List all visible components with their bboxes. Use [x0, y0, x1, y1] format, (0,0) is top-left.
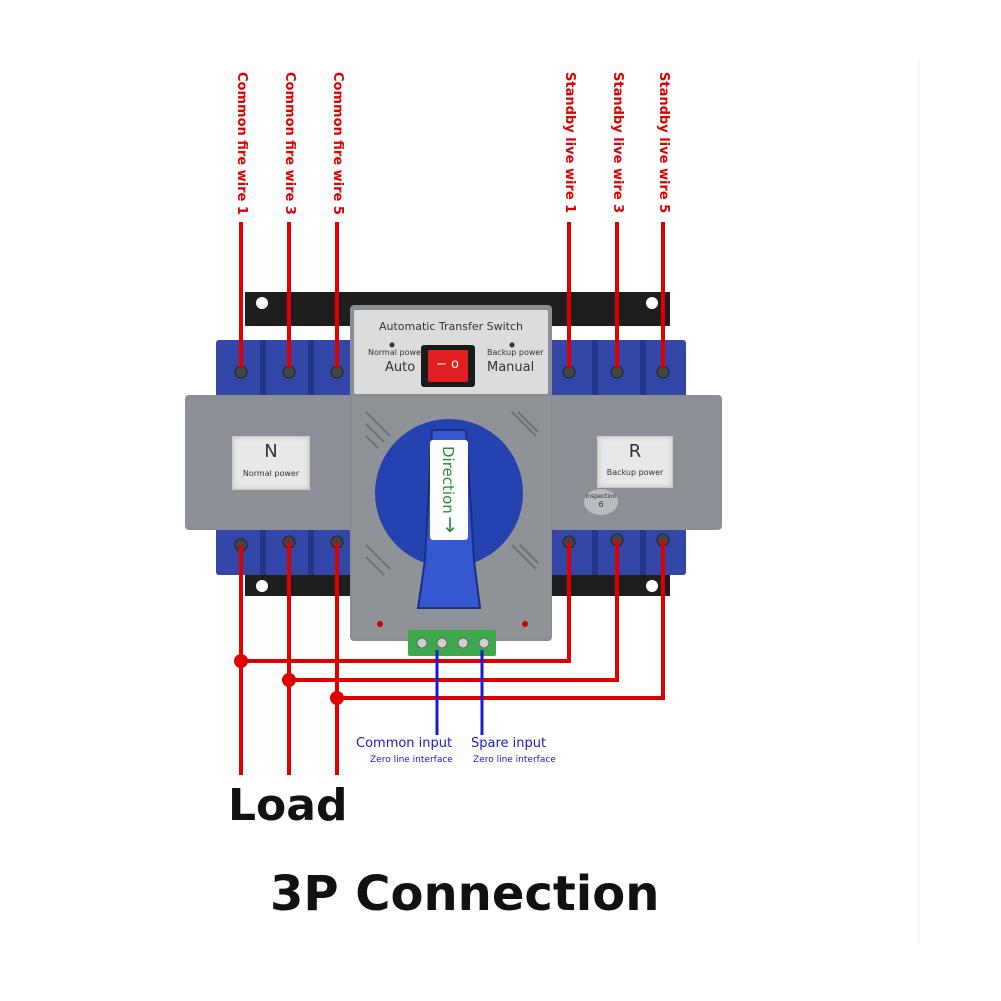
plate-letter-r: R	[628, 441, 642, 462]
neutral-terminal	[408, 630, 496, 656]
backup-power-small-label: Backup power	[487, 348, 544, 357]
inspection-number: 6	[598, 500, 604, 509]
normal-power-small-label: Normal power	[368, 348, 425, 357]
label-common-fire-wire-5: Common fire wire 5	[330, 72, 345, 215]
plate-letter-n: N	[264, 441, 278, 462]
handle-direction-text: Direction	[439, 446, 457, 514]
spare-input-label: Spare input	[471, 736, 547, 751]
label-common-fire-wire-3: Common fire wire 3	[282, 72, 297, 215]
rocker-switch[interactable]: − o	[436, 357, 459, 372]
load-label: Load	[228, 780, 348, 831]
auto-label: Auto	[385, 360, 416, 375]
normal-power-plate: N Normal power	[232, 436, 310, 490]
label-standby-live-wire-5: Standby live wire 5	[656, 72, 671, 214]
red-wires-bottom	[239, 540, 665, 775]
switch-title: Automatic Transfer Switch	[379, 320, 524, 333]
inspection-sticker: Inspection 6	[584, 489, 618, 515]
rotary-handle	[375, 419, 523, 609]
label-common-fire-wire-1: Common fire wire 1	[234, 72, 249, 215]
common-input-sublabel: Zero line interface	[370, 755, 453, 765]
red-wires-top	[239, 222, 665, 368]
blue-wires	[435, 650, 484, 735]
plate-text-normal-power: Normal power	[242, 469, 300, 478]
inspection-text: Inspection	[585, 493, 617, 500]
connection-caption: 3P Connection	[270, 866, 660, 922]
manual-label: Manual	[487, 360, 535, 375]
common-input-label: Common input	[356, 736, 453, 751]
label-standby-live-wire-1: Standby live wire 1	[562, 72, 577, 214]
direction-arrow-icon: ↓	[441, 513, 459, 537]
backup-power-plate: R Backup power	[597, 436, 673, 488]
junction-dots	[234, 654, 344, 705]
plate-text-backup-power: Backup power	[606, 468, 664, 477]
spare-input-sublabel: Zero line interface	[473, 755, 556, 765]
label-standby-live-wire-3: Standby live wire 3	[610, 72, 625, 214]
